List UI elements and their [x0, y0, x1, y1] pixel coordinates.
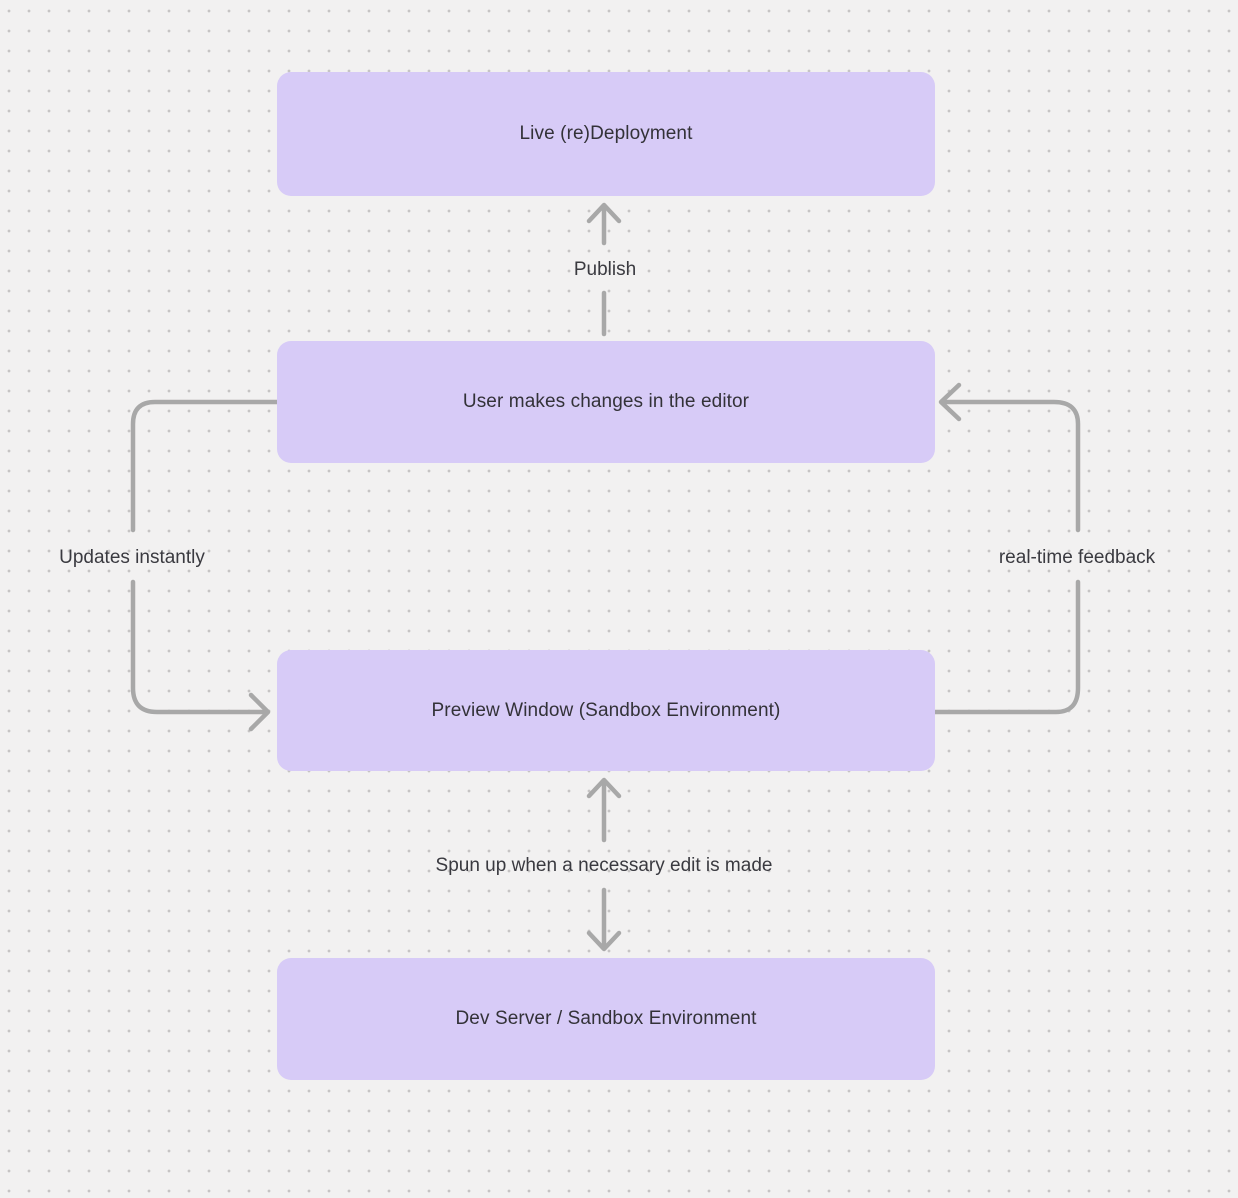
edge-label-spun-up: Spun up when a necessary edit is made — [435, 855, 773, 876]
connector-updates-lower — [130, 579, 267, 715]
node-user-editor: User makes changes in the editor — [277, 341, 935, 463]
connectors — [130, 202, 1081, 952]
arrowhead-up-spunup-icon — [586, 777, 622, 799]
node-live-redeployment-label: Live (re)Deployment — [519, 123, 693, 144]
node-preview-window-label: Preview Window (Sandbox Environment) — [431, 699, 781, 721]
node-live-redeployment: Live (re)Deployment — [277, 72, 935, 196]
arrowhead-up-publish-icon — [586, 202, 622, 224]
node-dev-server-label: Dev Server / Sandbox Environment — [455, 1008, 757, 1029]
node-dev-server: Dev Server / Sandbox Environment — [277, 958, 935, 1080]
connector-feedback-lower — [932, 579, 1081, 715]
edge-label-updates-instantly: Updates instantly — [59, 547, 205, 568]
arrowhead-down-spunup-icon — [586, 930, 622, 952]
arrowhead-right-updates-icon — [248, 692, 271, 732]
arrowhead-left-feedback-icon — [938, 382, 962, 422]
edge-label-real-time-feedback: real-time feedback — [998, 547, 1156, 568]
edge-label-publish: Publish — [573, 259, 637, 280]
node-user-editor-label: User makes changes in the editor — [462, 391, 750, 412]
connector-updates-upper — [130, 399, 280, 533]
node-preview-window: Preview Window (Sandbox Environment) — [277, 650, 935, 771]
connector-feedback-upper — [942, 399, 1081, 533]
